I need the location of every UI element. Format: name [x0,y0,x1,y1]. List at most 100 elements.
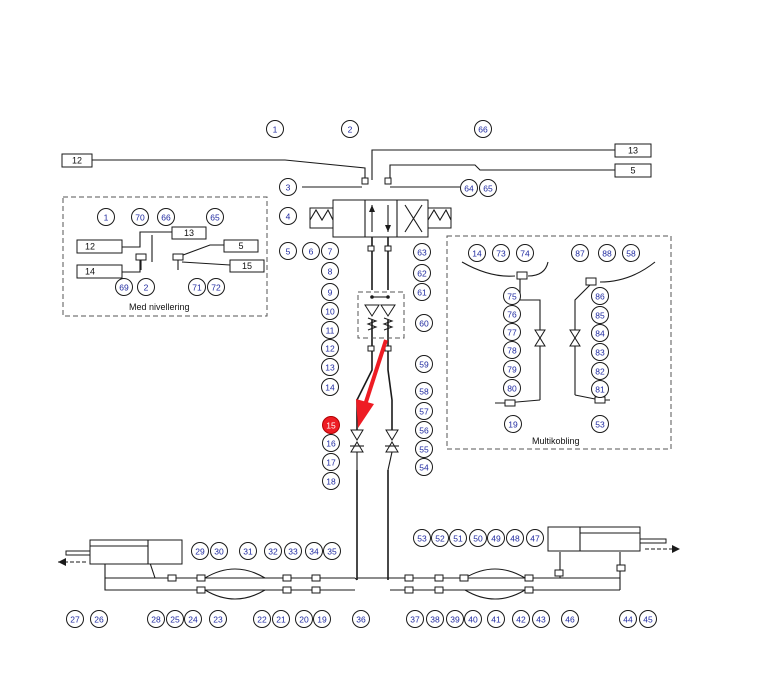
callout-58: 58 [622,244,640,262]
svg-text:36: 36 [356,615,366,625]
callout-51: 51 [449,529,467,547]
lower-valves [350,429,399,471]
svg-text:59: 59 [419,360,429,370]
callout-72: 72 [207,278,225,296]
callout-34: 34 [305,542,323,560]
svg-text:25: 25 [170,615,180,625]
callout-65: 65 [479,179,497,197]
svg-text:28: 28 [151,615,161,625]
callout-35: 35 [323,542,341,560]
left-arrow [58,558,88,566]
callout-11: 11 [321,321,339,339]
callout-48: 48 [506,529,524,547]
svg-text:40: 40 [468,615,478,625]
svg-text:5: 5 [238,241,243,251]
callout-2: 2 [341,120,359,138]
callout-43: 43 [532,610,550,628]
callout-62: 62 [413,264,431,282]
callout-50: 50 [469,529,487,547]
callout-44: 44 [619,610,637,628]
callout-26: 26 [90,610,108,628]
svg-text:2: 2 [144,283,149,293]
callout-69: 69 [115,278,133,296]
svg-text:14: 14 [85,267,95,277]
highlight-arrow [356,339,388,428]
callout-70: 70 [131,208,149,226]
svg-text:1: 1 [273,125,278,135]
svg-text:35: 35 [327,547,337,557]
callout-60: 60 [415,314,433,332]
callout-40: 40 [464,610,482,628]
callout-4: 4 [279,207,297,225]
callout-8: 8 [321,262,339,280]
callout-19: 19 [504,415,522,433]
svg-text:60: 60 [419,319,429,329]
callout-56: 56 [415,421,433,439]
callout-23: 23 [209,610,227,628]
callout-36: 36 [352,610,370,628]
callout-82: 82 [591,362,609,380]
callout-73: 73 [492,244,510,262]
svg-text:17: 17 [326,458,336,468]
callout-2: 2 [137,278,155,296]
svg-text:62: 62 [417,269,427,279]
callout-12: 12 [321,339,339,357]
callout-47: 47 [526,529,544,547]
svg-text:13: 13 [325,363,335,373]
svg-text:13: 13 [184,228,194,238]
svg-text:2: 2 [348,125,353,135]
svg-text:5: 5 [630,166,635,176]
svg-text:52: 52 [435,534,445,544]
callout-54: 54 [415,458,433,476]
multicoupling-caption: Multikobling [532,436,580,446]
svg-text:26: 26 [94,615,104,625]
svg-text:56: 56 [419,426,429,436]
callout-15: 15 [322,416,340,434]
svg-text:32: 32 [268,547,278,557]
svg-text:21: 21 [276,615,286,625]
callout-57: 57 [415,402,433,420]
callout-30: 30 [210,542,228,560]
svg-text:14: 14 [472,249,482,259]
callout-52: 52 [431,529,449,547]
svg-text:5: 5 [286,247,291,257]
svg-text:82: 82 [595,367,605,377]
svg-text:74: 74 [520,249,530,259]
svg-text:3: 3 [286,183,291,193]
svg-text:15: 15 [326,421,336,431]
svg-text:19: 19 [317,615,327,625]
svg-text:16: 16 [326,439,336,449]
callout-25: 25 [166,610,184,628]
callout-39: 39 [446,610,464,628]
callout-21: 21 [272,610,290,628]
svg-text:84: 84 [595,329,605,339]
svg-text:48: 48 [510,534,520,544]
svg-text:42: 42 [516,615,526,625]
callout-6: 6 [302,242,320,260]
svg-text:77: 77 [507,328,517,338]
svg-text:72: 72 [211,283,221,293]
callout-49: 49 [487,529,505,547]
svg-text:14: 14 [325,383,335,393]
callout-55: 55 [415,440,433,458]
svg-text:39: 39 [450,615,460,625]
callout-24: 24 [184,610,202,628]
svg-text:66: 66 [478,125,488,135]
svg-text:44: 44 [623,615,633,625]
box-label-12: 12 [61,153,93,168]
right-cylinder [547,526,667,552]
svg-text:83: 83 [595,348,605,358]
callout-13: 13 [321,358,339,376]
svg-text:31: 31 [243,547,253,557]
svg-text:10: 10 [325,307,335,317]
callout-18: 18 [322,472,340,490]
svg-text:58: 58 [626,249,636,259]
leveling-caption: Med nivellering [129,302,190,312]
svg-text:12: 12 [325,344,335,354]
svg-text:49: 49 [491,534,501,544]
sub-box-label-13: 13 [171,226,207,240]
svg-text:80: 80 [507,384,517,394]
svg-text:57: 57 [419,407,429,417]
callout-1: 1 [266,120,284,138]
subdiagram-leveling: Med nivellering [62,196,268,317]
